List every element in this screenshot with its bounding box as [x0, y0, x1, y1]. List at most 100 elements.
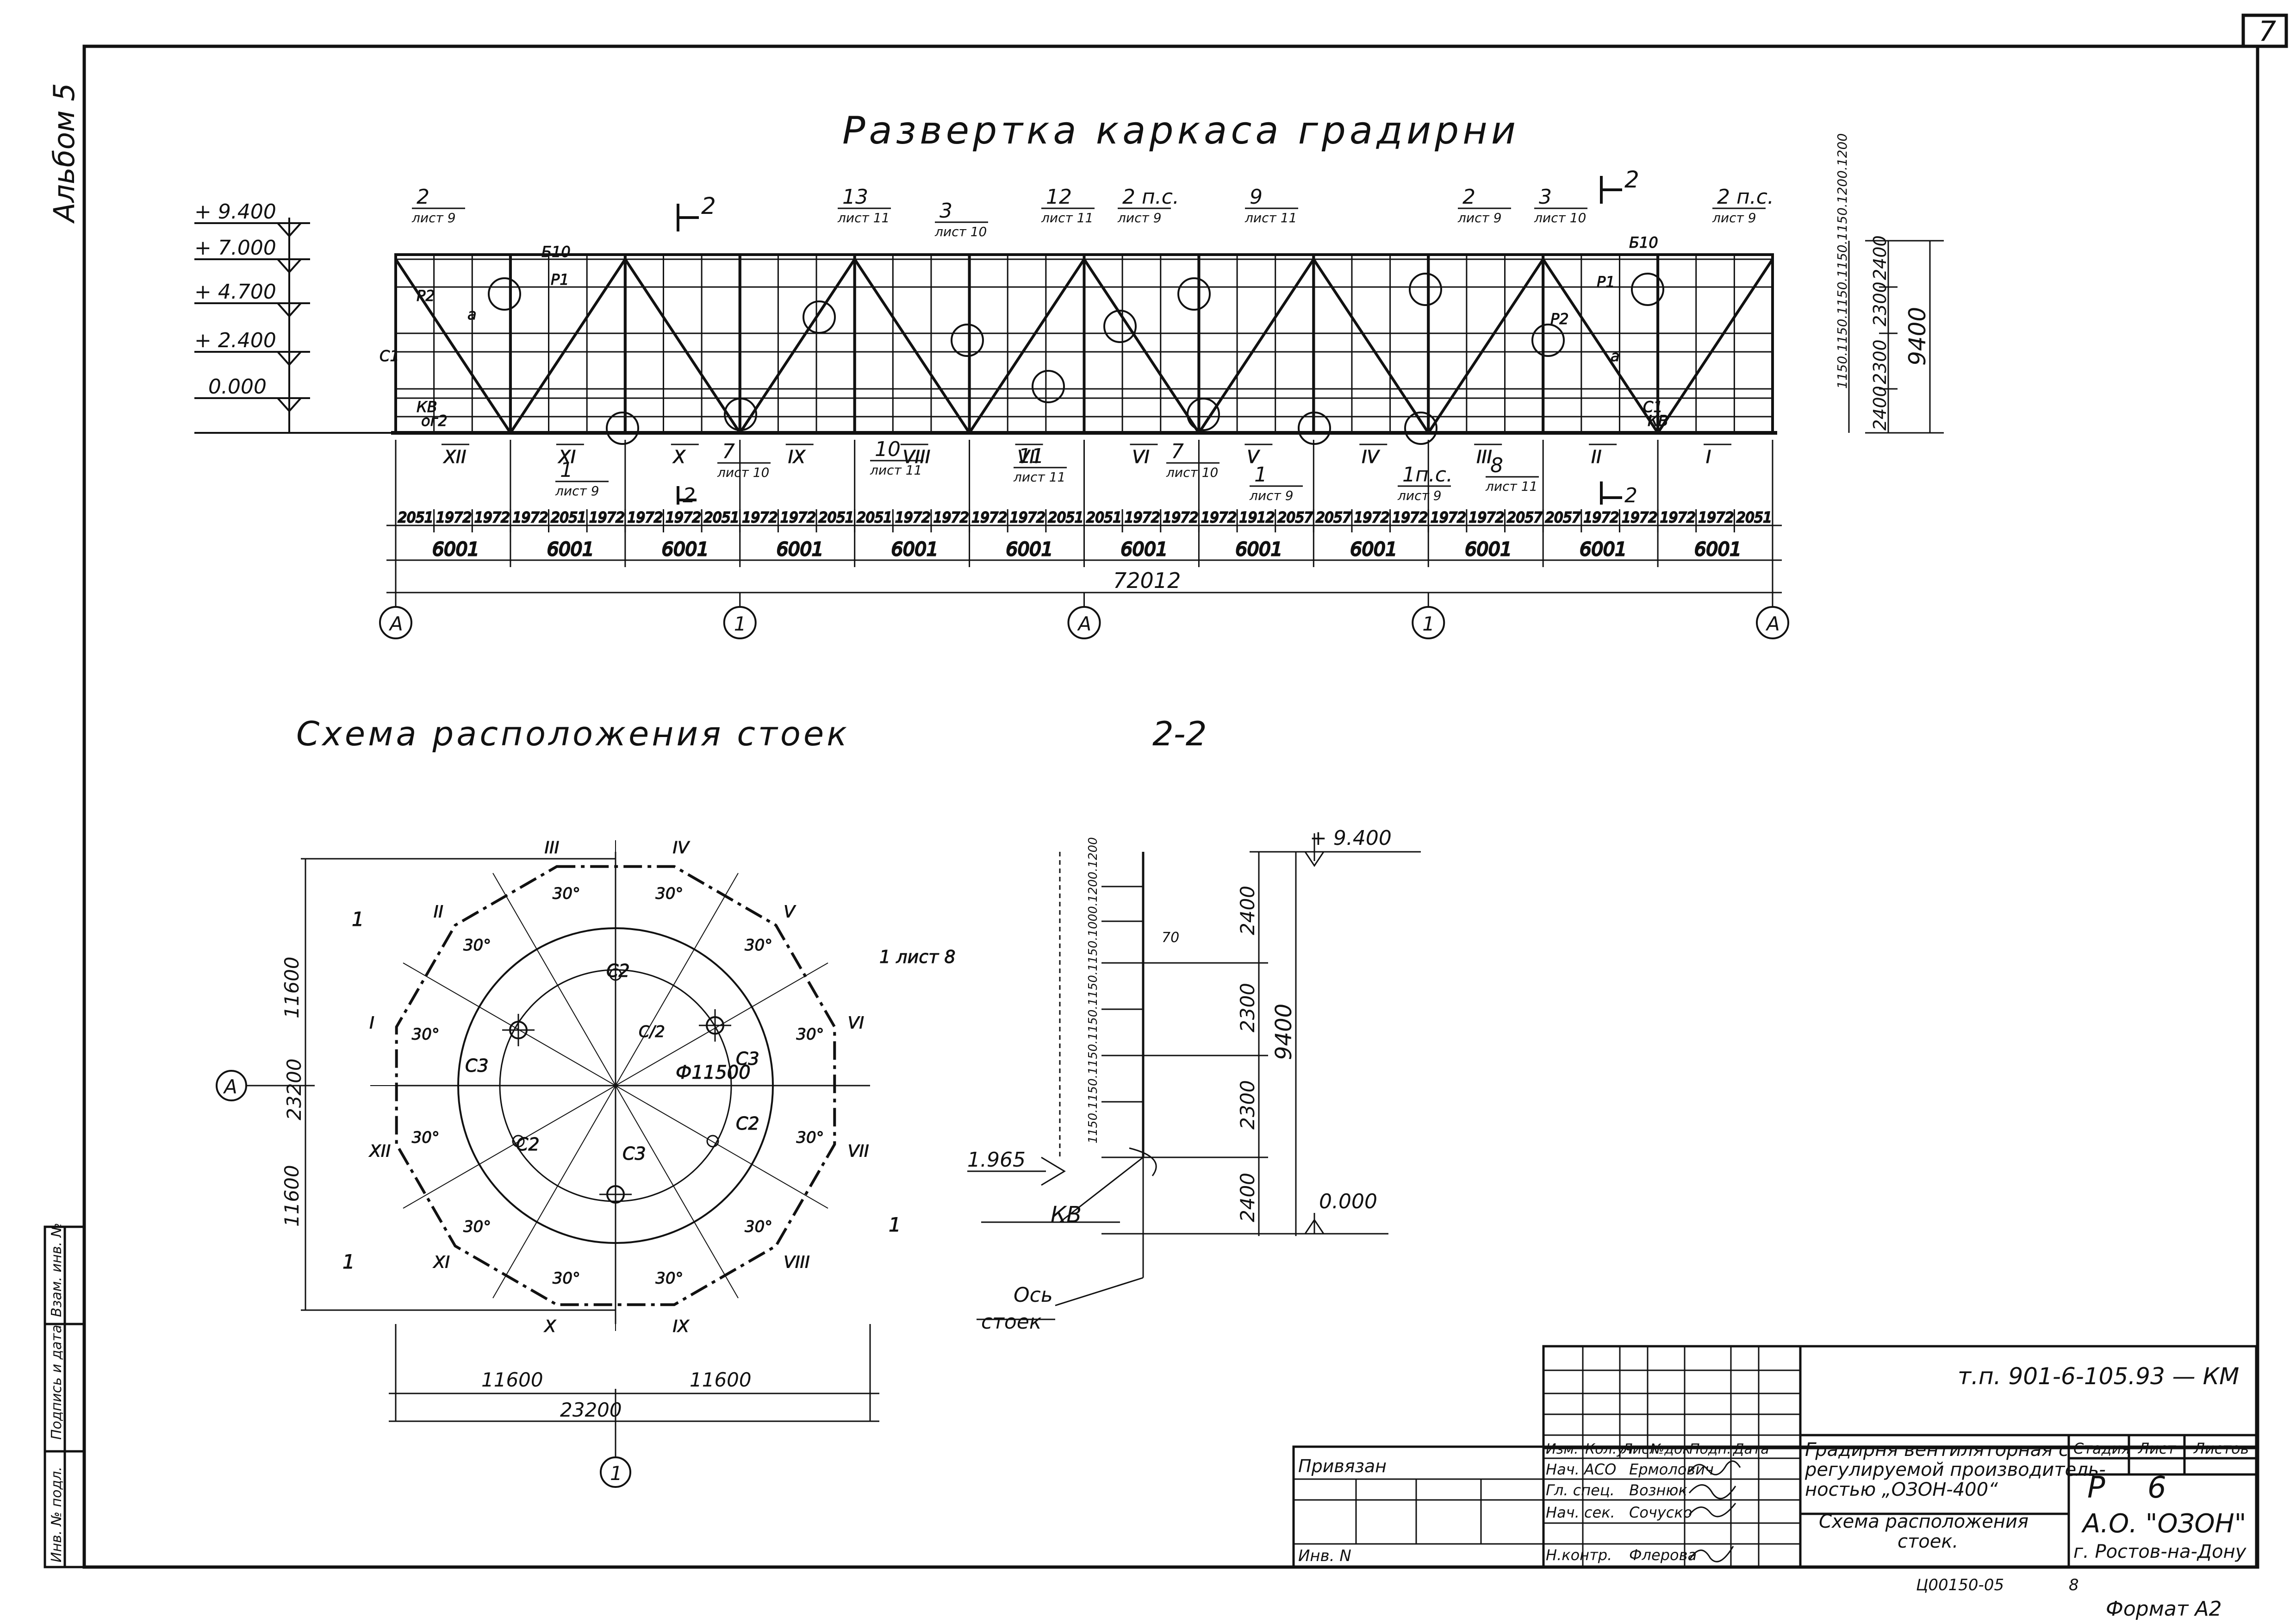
angle-label: 30° — [412, 1025, 440, 1044]
panel-dimension-1: 6001 — [547, 539, 594, 560]
column-label-XII: XII — [368, 1142, 391, 1161]
panel-diagonal — [624, 258, 741, 434]
plan-axis-A: А — [216, 1070, 296, 1101]
ring-label-C2: C2 — [736, 1113, 759, 1134]
section-mark-2-label: 2 — [701, 193, 716, 219]
outer-polygon — [395, 865, 836, 1306]
detail-circle — [951, 324, 984, 357]
sub-dimension-8: 2051 — [704, 510, 739, 526]
section-top-elev: + 9.400 — [1310, 826, 1392, 850]
radial-line — [403, 962, 616, 1086]
sub-dimension-3: 1972 — [513, 510, 548, 526]
member-label-а: а — [1611, 347, 1620, 365]
axis-bubble-label-А: А — [1765, 612, 1780, 635]
column-label-I: I — [369, 1014, 374, 1033]
panel-dimension-6: 6001 — [1120, 539, 1168, 560]
radial-line — [615, 1085, 828, 1209]
callout-12-number: 11 — [1018, 444, 1044, 468]
angle-label: 30° — [655, 1269, 683, 1287]
sub-dimension-2: 1972 — [474, 510, 510, 526]
column-label-II: II — [434, 903, 443, 922]
panel-dimension-5: 6001 — [1006, 539, 1053, 560]
section-mark-2-label-c: 2 — [683, 484, 696, 507]
sheet-value: 6 — [2147, 1471, 2166, 1505]
detail-circle — [724, 398, 757, 431]
panel-diagonal — [1542, 258, 1659, 434]
sub-dimension-0: 2051 — [398, 510, 433, 526]
member-label-P2: P2 — [417, 287, 435, 305]
panel-diagonal — [1656, 258, 1774, 434]
axis-bubble-label-1: 1 — [1422, 612, 1435, 635]
panel-dimension-7: 6001 — [1235, 539, 1282, 560]
callout-4-number: 2 п.с. — [1122, 185, 1179, 209]
radial-line — [615, 962, 828, 1086]
section-title: 2-2 — [1152, 714, 1207, 753]
callout-6-sheet: лист 9 — [1457, 210, 1502, 225]
axis-bubble-1 — [1412, 606, 1445, 639]
bottom-code-number: 8 — [2069, 1576, 2079, 1594]
role-3: Нач. сек. — [1546, 1504, 1615, 1521]
member-label-ог2: ог2 — [421, 412, 448, 430]
column-label-VI: VI — [848, 1014, 864, 1033]
detail-circle — [488, 277, 521, 311]
plan-axis-1-label: 1 — [610, 1462, 622, 1485]
callout-15-sheet: лист 9 — [1397, 488, 1442, 503]
sheet-label: Лист — [2138, 1440, 2176, 1457]
section-mark-2 — [677, 176, 1622, 505]
inv-label: Инв. N — [1298, 1547, 1351, 1565]
sub-dimension-26: 1972 — [1393, 510, 1428, 526]
plan-dim-half-h-right: 11600 — [690, 1368, 752, 1391]
right-dim-total: 9400 — [1904, 307, 1931, 366]
bay-label-VIII: VIII — [903, 447, 931, 467]
callout-0-sheet: лист 9 — [411, 210, 456, 225]
callout-3-number: 12 — [1046, 185, 1072, 209]
column-node-small — [512, 1135, 525, 1148]
detail-circle — [1103, 310, 1137, 343]
section-axis-label-2: стоек — [981, 1310, 1042, 1334]
panel-dimension-9: 6001 — [1465, 539, 1512, 560]
axis-bubble-label-А: А — [388, 612, 403, 635]
sub-dimension-35: 2051 — [1736, 510, 1772, 526]
detail-circle — [1298, 412, 1331, 445]
detail-circle — [1531, 324, 1565, 357]
column-label-X: X — [544, 1317, 557, 1336]
angle-label: 30° — [745, 1218, 772, 1236]
callout-1-number: 13 — [842, 185, 868, 209]
angle-label: 30° — [463, 1218, 491, 1236]
axis-bubble-А — [1067, 606, 1101, 639]
column-node-small — [706, 1135, 719, 1148]
axis-bubble-label-А: А — [1077, 612, 1092, 635]
angle-label: 30° — [553, 885, 580, 903]
panel-dimension-3: 6001 — [777, 539, 824, 560]
callout-13-sheet: лист 10 — [1166, 465, 1218, 480]
col-ndok: №док — [1649, 1441, 1691, 1457]
detail-circle — [1032, 370, 1065, 403]
member-label-P1: P1 — [551, 271, 569, 288]
org-line-1: А.О. "ОЗОН" — [2081, 1509, 2246, 1539]
sub-dimension-12: 2051 — [857, 510, 892, 526]
callout-11-sheet: лист 11 — [870, 462, 922, 478]
section-side-elev: 1.965 — [967, 1148, 1026, 1172]
callout-14-sheet: лист 9 — [1249, 488, 1294, 503]
detail-circle — [1187, 398, 1220, 431]
sub-dimension-4: 2051 — [551, 510, 586, 526]
column-label-III: III — [545, 838, 560, 857]
callout-15-number: 1п.с. — [1402, 463, 1453, 487]
panel-dimension-4: 6001 — [891, 539, 939, 560]
plan-dim-half-v-bottom: 11600 — [280, 1165, 303, 1227]
ring-label-C3: C3 — [736, 1049, 759, 1069]
sub-dimension-32: 1972 — [1622, 510, 1657, 526]
name-4: Флерова — [1629, 1546, 1697, 1564]
plan-section-mark-1a: 1 — [352, 908, 364, 931]
callout-10-sheet: лист 10 — [717, 465, 769, 480]
plan-axis-1: 1 — [600, 1456, 631, 1488]
doc-code: т.п. 901-6-105.93 — КМ — [1958, 1363, 2239, 1390]
axis-bubble-1 — [723, 606, 757, 639]
elev-9400: + 9.400 — [194, 200, 276, 224]
elev-4700: + 4.700 — [194, 280, 276, 304]
radial-line — [492, 1085, 616, 1299]
radial-line — [615, 1085, 739, 1299]
